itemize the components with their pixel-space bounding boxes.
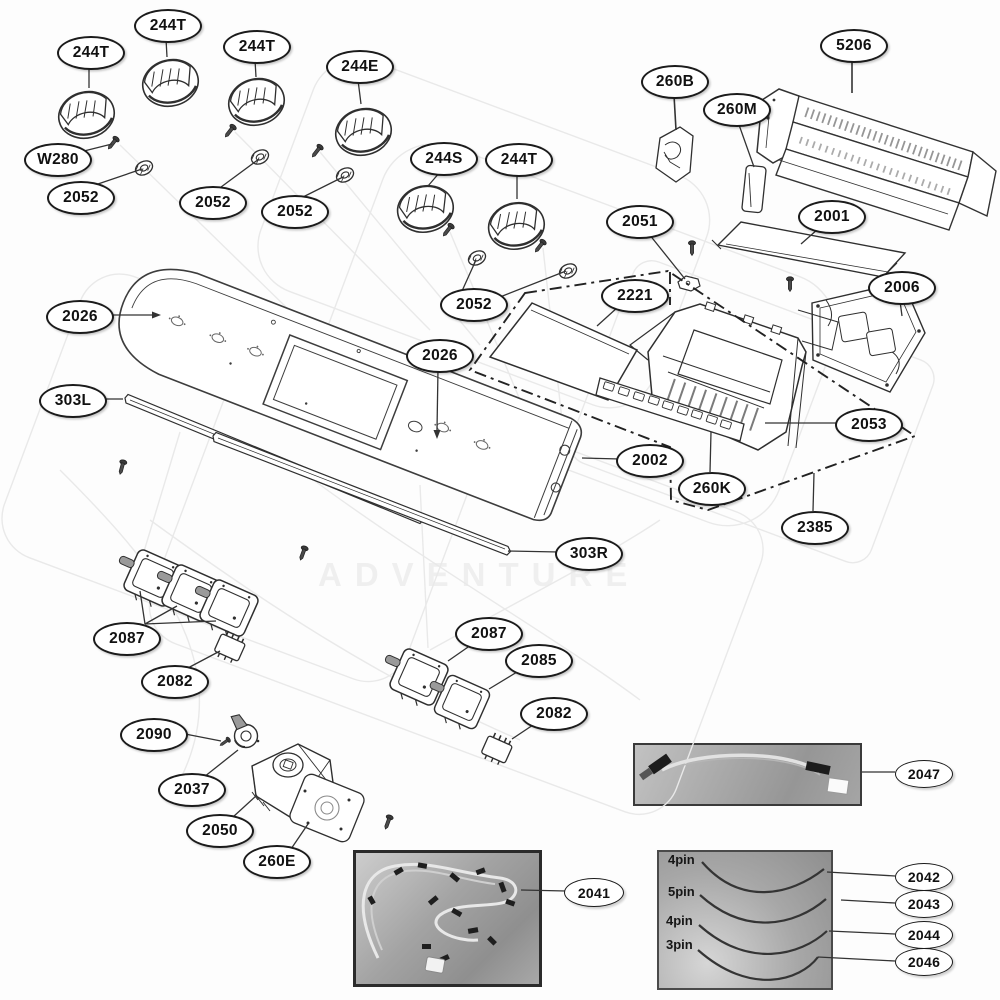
callout-2087-right: 2087 [455,617,523,651]
callout-2041: 2041 [564,878,624,907]
callout-244S: 244S [410,142,478,176]
callout-2053: 2053 [835,408,903,442]
callout-2090: 2090 [120,718,188,752]
callout-2046: 2046 [895,948,953,976]
callout-2052-4: 2052 [440,288,508,322]
board-2006 [811,281,926,393]
pin-label-5pin: 5pin [668,884,695,899]
callout-W280: W280 [24,143,92,177]
control-panel-2002 [118,268,583,522]
callout-244T-3: 244T [223,30,291,64]
callout-260K: 260K [678,472,746,506]
cable-photo-2047 [633,743,862,806]
callout-260M: 260M [703,93,771,127]
glass-2221 [488,302,639,401]
harness-2041-art [361,862,518,974]
callout-2385: 2385 [781,511,849,545]
arrowhead-2026-right [433,430,441,439]
bracket-260B [655,126,694,183]
callout-2085: 2085 [505,644,573,678]
clip-2051 [677,275,701,292]
callout-2026-2: 2026 [406,339,474,373]
leader-lines [83,38,903,962]
pin-label-3pin: 3pin [666,937,693,952]
pin-label-4pin-a: 4pin [668,852,695,867]
callout-2001: 2001 [798,200,866,234]
callout-2082-right: 2082 [520,697,588,731]
arrowhead-2026-left [152,311,161,319]
callout-2221: 2221 [601,279,669,313]
callout-2087-left: 2087 [93,622,161,656]
callout-2002: 2002 [616,444,684,478]
harness-photo-2041 [353,850,542,987]
pin-label-4pin-b: 4pin [666,913,693,928]
plate-260E [289,773,365,843]
callout-260B: 260B [641,65,709,99]
plate-2001 [711,221,907,278]
assembly-boundary-2385 [468,270,918,511]
ignitor-switch-2037 [230,714,260,749]
callout-5206: 5206 [820,29,888,63]
button-strip-260K [595,377,745,442]
switches-2087-right [372,640,516,768]
callout-260E: 260E [243,845,311,879]
vent-grille-5206 [756,88,997,231]
callout-244T-4: 244T [485,143,553,177]
callout-244T-2: 244T [134,9,202,43]
callout-244E: 244E [326,50,394,84]
callout-244T-1: 244T [57,36,125,70]
callout-2052-1: 2052 [47,181,115,215]
callout-303R: 303R [555,537,623,571]
callout-2006: 2006 [868,271,936,305]
pin-cables-art [697,861,828,981]
callout-2037: 2037 [158,773,226,807]
callout-2042: 2042 [895,863,953,891]
bracket-260M [741,164,767,214]
callout-2052-2: 2052 [179,186,247,220]
callout-2043: 2043 [895,890,953,918]
callout-2047: 2047 [895,760,953,788]
callout-2052-3: 2052 [261,195,329,229]
cable-2047-art [639,753,850,795]
callout-2082-left: 2082 [141,665,209,699]
callout-303L: 303L [39,384,107,418]
callout-2051: 2051 [606,205,674,239]
callout-2050: 2050 [186,814,254,848]
callout-2026-1: 2026 [46,300,114,334]
callout-2044: 2044 [895,921,953,949]
